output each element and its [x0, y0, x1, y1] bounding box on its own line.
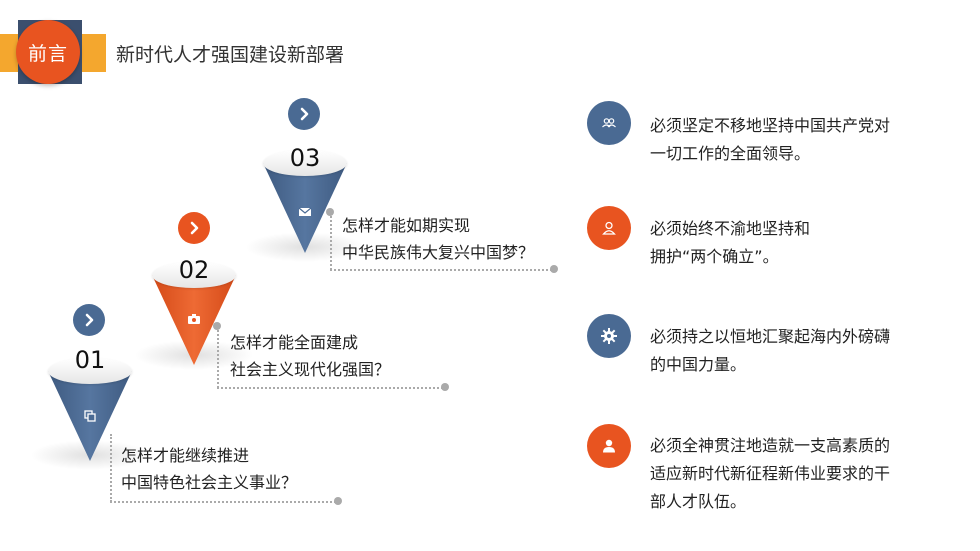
step-question: 怎样才能继续推进 中国特色社会主义事业？ — [121, 446, 298, 492]
step-question: 怎样才能如期实现 中华民族伟大复兴中国梦？ — [342, 216, 535, 262]
cone-step-2: 02 — [152, 256, 236, 392]
requirement-item: 必须始终不渝地坚持和 拥护“两个确立”。 — [650, 219, 811, 266]
cone-step-1: 01 — [48, 346, 132, 488]
chevron-right-icon — [178, 212, 210, 244]
requirement-item: 必须全神贯注地造就一支高素质的 适应新时代新征程新伟业要求的干 部人才队伍。 — [650, 436, 891, 511]
page-title: 新时代人才强国建设新部署 — [116, 44, 345, 66]
user-solid-icon — [587, 424, 631, 468]
step-number: 03 — [289, 144, 321, 172]
people-icon — [587, 101, 631, 145]
requirement-item: 必须坚定不移地坚持中国共产党对 一切工作的全面领导。 — [650, 116, 891, 163]
step-question: 怎样才能全面建成 社会主义现代化强国？ — [230, 333, 391, 379]
camera-icon — [187, 312, 201, 326]
chevron-right-icon — [73, 304, 105, 336]
cone-step-3: 03 — [263, 144, 347, 280]
step-number: 02 — [178, 256, 210, 284]
step-number: 01 — [74, 346, 106, 374]
chevron-right-icon — [288, 98, 320, 130]
header-badge: 前言 — [16, 20, 80, 84]
copy-icon — [83, 409, 97, 423]
gear-icon — [587, 314, 631, 358]
envelope-icon — [298, 205, 312, 219]
requirement-item: 必须持之以恒地汇聚起海内外磅礴 的中国力量。 — [650, 327, 891, 374]
user-outline-icon — [587, 206, 631, 250]
